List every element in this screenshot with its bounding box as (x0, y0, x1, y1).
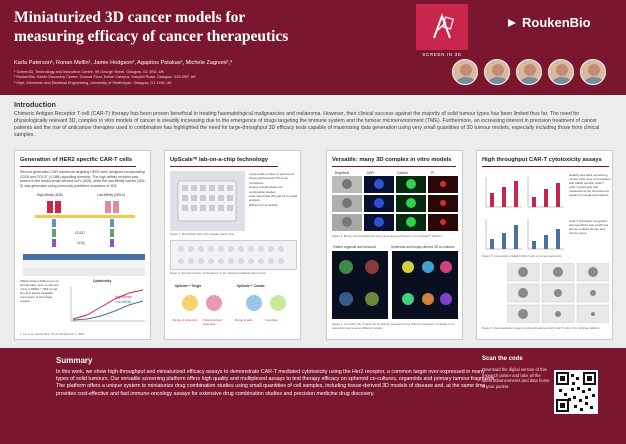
cytotoxicity-side-text: Healthy and Her2 expressing tumour cells… (569, 173, 611, 197)
sublabel-merge-cells: Merge of cells (235, 318, 253, 322)
her2-panel-heading: Generation of HER2 specific CAR-T cells (20, 157, 133, 163)
summary-text: In this work, we show high-throughput an… (56, 369, 496, 397)
plate-well-grid (178, 246, 284, 264)
high-affinity-label: High Affinity (4D5) (37, 193, 63, 197)
versatile-models-panel: Versatile: many 3D complex in vitro mode… (326, 150, 463, 340)
heading-divider (20, 166, 136, 167)
cytotoxicity-panel-heading: High throughput CAR-T cytotoxicity assay… (482, 157, 602, 163)
cytotoxicity-assay-panel: High throughput CAR-T cytotoxicity assay… (476, 150, 613, 340)
summary-section: Summary In this work, we show high-throu… (0, 348, 626, 444)
bullet-1: Large-scale number of preformed biopsy-d… (249, 172, 294, 185)
col-label-pi: PI (431, 171, 435, 175)
her2-panel-text: Second generation CAR constructs targeti… (20, 170, 146, 188)
col-label-dapi: DAPI (367, 171, 375, 175)
heading-divider (170, 166, 278, 167)
upscale-caption-2: Figure 2. Format of array combinations o… (170, 271, 267, 275)
cytotoxicity-side-text-2: CAR-T cell target recognition and specif… (569, 219, 609, 235)
co-culture-image-grid (332, 251, 458, 319)
cd3z-label: CD3ζ (77, 241, 85, 245)
col-label-calcein: Calcein (397, 171, 408, 175)
versatile-caption-1: Figure 3. Biopsy-derived spheroids were … (332, 234, 443, 238)
sublabel-co-culture: Co-culture (265, 318, 278, 322)
versatile-caption-2: Figure 4. Co-culture 3D models can be di… (332, 322, 455, 330)
her2-car-t-panel: Generation of HER2 specific CAR-T cells … (14, 150, 151, 340)
coculture-sublabel: Spheroids and biopsy-derived 3D co-cultu… (391, 245, 455, 249)
qr-code[interactable] (554, 370, 598, 414)
microfluidic-chip-image (170, 171, 245, 231)
heading-divider (332, 166, 456, 167)
affiliation-3: ³ Dept. Electronic and Electrical Engine… (14, 80, 172, 85)
scan-code-text: Download the digital version of this res… (482, 367, 550, 389)
heading-divider (482, 166, 609, 167)
bullet-2: Unique miniaturization for combination s… (249, 185, 284, 194)
cd137-label: CD137 (75, 231, 85, 235)
affinity-side-text: Affinity-based differences on functional… (20, 279, 59, 303)
introduction-text: Chimeric Antigen Receptor T-cell (CAR-T)… (14, 111, 600, 139)
introduction-section: Introduction Chimeric Antigen Receptor T… (14, 100, 612, 139)
legend-high-affinity: High Affinity (115, 295, 132, 299)
sublabel-patient-spheroids: Patient-derived spheroids (203, 318, 222, 326)
cytotoxicity-chart (70, 287, 145, 322)
car-construct-diagram (35, 201, 135, 247)
author-photos (452, 59, 606, 85)
upscale-single-label: UpScale™ Single (175, 284, 202, 288)
avatar (580, 59, 606, 85)
affiliation-list: ¹ Screen3D, Technology and Innovation Ce… (14, 70, 196, 86)
low-affinity-label: Low Affinity (4D5-5) (97, 193, 125, 197)
her2-footnote: 1. Liu et al. Cancer Res, 75 (17) Septem… (20, 332, 85, 336)
avatar (548, 59, 574, 85)
upscale-caption-1: Figure 1. Microfluidic plate with multip… (170, 232, 235, 236)
spheroid-treatment-images (507, 263, 609, 323)
microscopy-image-grid (332, 176, 458, 231)
versatile-panel-heading: Versatile: many 3D complex in vitro mode… (332, 157, 452, 163)
summary-heading: Summary (56, 356, 93, 365)
sublabel-merge-spheroids: Merge of spheroids (173, 318, 197, 322)
roukenbio-mark-icon (508, 18, 516, 27)
affinity-table (23, 254, 145, 276)
affiliation-2: ² RoukenBio, Kelvin Discovery Centre, Gr… (14, 75, 196, 80)
cytotoxicity-bar-charts (485, 177, 564, 250)
cytotoxicity-chart-title: Cytotoxicity (93, 279, 112, 283)
affiliation-1: ¹ Screen3D, Technology and Innovation Ce… (14, 70, 164, 74)
spheroid-merge-diagram (182, 295, 286, 311)
bullet-3: Automated data throughput for rapid anal… (249, 194, 298, 203)
plate-format-image (170, 240, 297, 270)
qr-code-icon (556, 372, 596, 412)
screen3d-mark-icon (433, 13, 454, 39)
chip-grid-graphic (177, 180, 237, 222)
poster-header: Miniaturized 3D cancer models for measur… (0, 0, 626, 95)
avatar (452, 59, 478, 85)
avatar (516, 59, 542, 85)
cytotoxicity-caption-2: Figure 6. Representative image of sphero… (482, 326, 601, 330)
col-label-brightfield: Brightfield (335, 171, 350, 175)
organoid-sublabel: Patient organoid and tumoroid (333, 245, 376, 249)
poster-title: Miniaturized 3D cancer models for measur… (14, 9, 289, 45)
upscale-panel: UpScale³ᴰ lab-on-a-chip technology Large… (164, 150, 301, 340)
roukenbio-name: RoukenBio (522, 15, 591, 30)
upscale-panel-heading: UpScale³ᴰ lab-on-a-chip technology (170, 157, 268, 163)
author-list: Karla Paterson¹, Ronan Mellin¹, Jamie Ho… (14, 60, 232, 66)
screen3d-logo-label: SCREEN IN 3D (422, 52, 462, 57)
introduction-heading: Introduction (14, 100, 56, 109)
upscale-bullet-list: Large-scale number of preformed biopsy-d… (249, 172, 299, 207)
cytotoxicity-caption-1: Figure 5. Cytotoxicity of HER2 CAR-T cel… (482, 254, 563, 258)
upscale-combo-label: UpScale™ Combo (237, 284, 265, 288)
screen3d-logo (416, 4, 468, 50)
avatar (484, 59, 510, 85)
roukenbio-logo: RoukenBio (506, 15, 591, 30)
legend-low-affinity: Low Affinity (115, 300, 132, 304)
scan-code-heading: Scan the code (482, 356, 523, 362)
bullet-4: Efficient for sensitivity (249, 202, 278, 207)
